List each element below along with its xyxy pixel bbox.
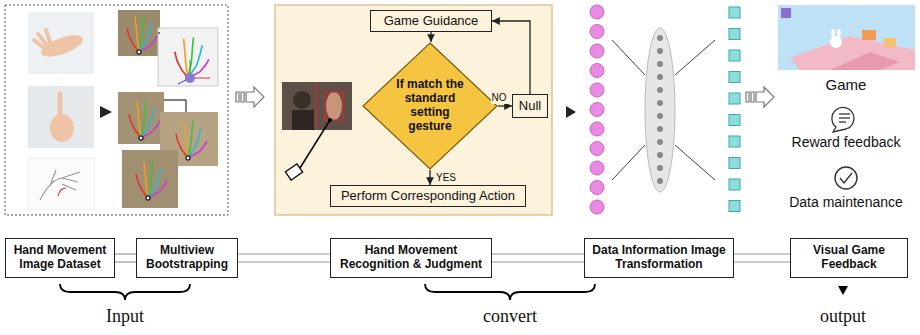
game-screenshot	[778, 5, 915, 70]
node-text: If match the standard setting gesture	[393, 78, 467, 133]
connector-line	[238, 253, 330, 254]
brace	[425, 284, 595, 300]
process-panel	[275, 5, 552, 215]
connector	[430, 170, 431, 185]
connector-line	[498, 105, 512, 106]
connector	[238, 254, 330, 262]
output-label: Reward feedback	[792, 134, 901, 150]
check-icon	[835, 167, 857, 189]
node-text: Data Information Image Transformation	[589, 244, 729, 272]
input-panel	[5, 5, 228, 215]
hand-photos	[28, 12, 94, 210]
output-label: Game	[826, 76, 867, 93]
phase-label: output	[820, 306, 866, 327]
connector-line	[115, 253, 136, 254]
skeleton-images	[118, 10, 218, 208]
stage-box: Hand Movement Recognition & Judgment	[330, 238, 492, 278]
connector-line	[492, 253, 584, 254]
connector-line	[734, 261, 790, 262]
down-triangle	[838, 286, 848, 295]
node-text: Perform Corresponding Action	[341, 189, 515, 204]
camera-photo	[282, 82, 352, 180]
connector-line	[238, 261, 330, 262]
stage-box: Visual Game Feedback	[790, 238, 908, 278]
arrow-symbol	[100, 106, 112, 118]
phase-label: Input	[106, 306, 144, 327]
connector	[734, 254, 790, 262]
connector	[492, 21, 530, 94]
edge-label: YES	[435, 172, 457, 184]
node-text: Hand Movement Image Dataset	[10, 244, 110, 272]
output-label: Data maintenance	[789, 194, 903, 210]
connector-line	[734, 253, 790, 254]
phase-label: convert	[483, 306, 537, 327]
connector	[115, 254, 136, 262]
connector-line	[430, 32, 431, 42]
flow-arrow	[236, 87, 264, 107]
node-text: Multiview Bootstrapping	[141, 244, 233, 272]
arrow-symbol	[566, 106, 576, 118]
process-box: Null	[512, 94, 548, 118]
process-box: Game Guidance	[370, 10, 492, 32]
network-figure	[590, 5, 740, 214]
node-text: Visual Game Feedback	[795, 244, 903, 272]
stage-box: Hand Movement Image Dataset	[5, 238, 115, 278]
node-text: Null	[519, 99, 541, 114]
decision-diamond: If match the standard setting gesture	[362, 42, 498, 170]
edge-label: NO	[491, 92, 508, 104]
connector-line	[429, 170, 430, 185]
reward-icon	[832, 107, 854, 132]
brace	[60, 284, 190, 300]
stage-box: Multiview Bootstrapping	[136, 238, 238, 278]
flow-arrow	[746, 87, 774, 107]
connector-line	[492, 261, 584, 262]
connector-line	[492, 21, 530, 94]
stage-box: Data Information Image Transformation	[584, 238, 734, 278]
connector-line	[115, 261, 136, 262]
connector	[431, 32, 432, 42]
process-box: Perform Corresponding Action	[330, 185, 526, 207]
diamond-shape	[363, 43, 497, 169]
connector	[492, 254, 584, 262]
node-text: Game Guidance	[384, 14, 479, 29]
node-text: Hand Movement Recognition & Judgment	[335, 244, 487, 272]
connector	[498, 106, 512, 107]
